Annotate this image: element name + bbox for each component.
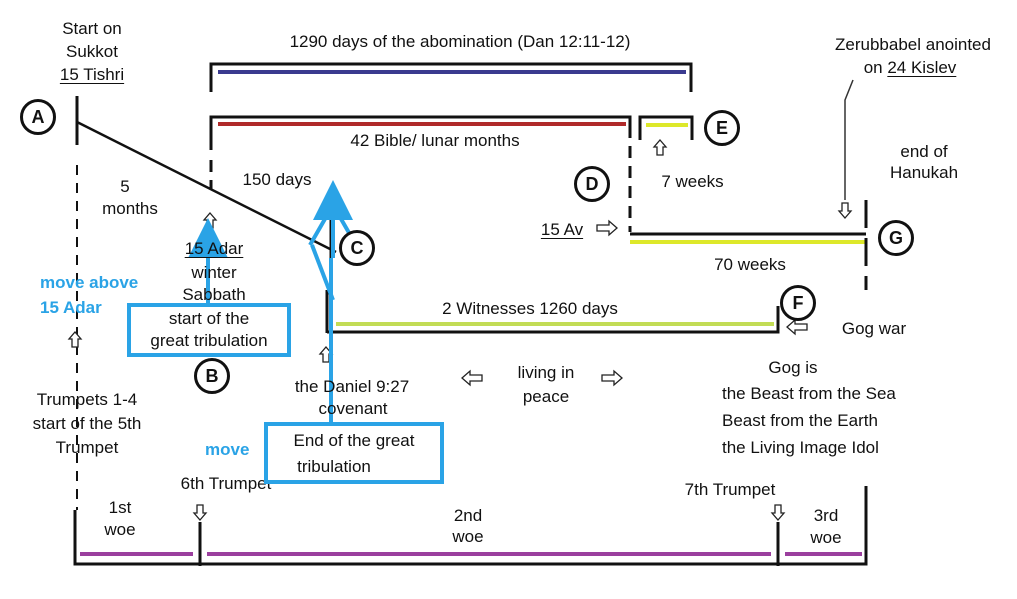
label-1st-woe-2: woe xyxy=(104,520,136,539)
label-15-tishri: 15 Tishri xyxy=(59,65,125,84)
label-peace: peace xyxy=(522,387,570,406)
arrow-7th-down xyxy=(770,504,786,521)
arrow-peace-right xyxy=(601,369,623,387)
box-end-line-1: End of the great xyxy=(293,431,415,450)
label-70-weeks: 70 weeks xyxy=(714,255,786,274)
label-hanukah: Hanukah xyxy=(889,163,959,182)
label-zerubbabel-2: on 24 Kislev xyxy=(830,57,990,79)
marker-c: C xyxy=(339,230,375,266)
label-15-adar: 15 Adar xyxy=(184,239,244,258)
label-2-witnesses: 2 Witnesses 1260 days xyxy=(442,299,618,318)
label-3rd-woe-2: woe xyxy=(810,528,842,547)
arrow-6th-down xyxy=(192,504,208,521)
label-abomination: 1290 days of the abomination (Dan 12:11-… xyxy=(289,32,631,51)
label-gog-is: Gog is xyxy=(768,358,818,377)
arrow-peace-left xyxy=(461,369,483,387)
arrow-15-av-right xyxy=(596,219,618,237)
marker-g: G xyxy=(878,220,914,256)
label-2nd-woe-2: woe xyxy=(452,527,484,546)
pointer-zerubbabel xyxy=(844,79,854,200)
label-3rd-woe-1: 3rd xyxy=(813,506,839,525)
bracket-42-months xyxy=(209,115,632,150)
label-start-on: Start on xyxy=(62,19,122,38)
label-15-av: 15 Av xyxy=(540,220,584,239)
box-start-great-tribulation: start of the great tribulation xyxy=(127,303,291,357)
note-move-above-1: move above xyxy=(40,273,139,292)
bracket-1290-days xyxy=(209,62,693,92)
label-sukkot: Sukkot xyxy=(66,42,118,61)
label-winter: winter xyxy=(191,263,237,282)
label-end-of: end of xyxy=(900,142,948,161)
label-sabbath: Sabbath xyxy=(182,285,246,304)
line-diagonal-a-c xyxy=(76,120,337,254)
label-gog-war: Gog war xyxy=(841,319,907,338)
label-1st-woe-1: 1st xyxy=(108,498,132,517)
note-move: move xyxy=(205,440,250,459)
label-lunar-months: 42 Bible/ lunar months xyxy=(350,131,520,150)
label-zerubbabel-on: on xyxy=(863,58,888,77)
marker-d: D xyxy=(574,166,610,202)
label-24-kislev: 24 Kislev xyxy=(887,58,957,77)
label-beast-earth: Beast from the Earth xyxy=(722,411,878,430)
label-zerubbabel-1: Zerubbabel anointed xyxy=(835,35,991,54)
arrow-trumpets-up xyxy=(67,331,83,348)
label-start-5th: start of the 5th xyxy=(32,414,142,433)
arrow-7-weeks-up xyxy=(652,139,668,156)
marker-a: A xyxy=(20,99,56,135)
label-living-in: living in xyxy=(517,363,575,382)
bracket-e xyxy=(638,115,694,140)
note-move-above-2: 15 Adar xyxy=(40,298,102,317)
box-start-line-1: start of the xyxy=(168,309,250,328)
label-7th-trumpet: 7th Trumpet xyxy=(684,480,776,499)
arrow-gog-war-left xyxy=(786,318,808,336)
box-end-line-2: tribulation xyxy=(297,457,371,476)
label-beast-sea: the Beast from the Sea xyxy=(722,384,896,403)
label-daniel-927: the Daniel 9:27 xyxy=(294,377,410,396)
label-trumpets-1-4: Trumpets 1-4 xyxy=(36,390,138,409)
arrow-kislev-down xyxy=(837,202,853,219)
line-2-witnesses xyxy=(327,306,780,334)
marker-e: E xyxy=(704,110,740,146)
label-5: 5 xyxy=(120,177,130,196)
label-months: months xyxy=(102,199,158,218)
marker-b: B xyxy=(194,358,230,394)
label-150-days: 150 days xyxy=(242,170,312,189)
label-covenant: covenant xyxy=(318,399,388,418)
line-woe-base xyxy=(73,486,868,566)
label-trumpet: Trumpet xyxy=(55,438,119,457)
arrow-15-adar-up xyxy=(202,212,218,229)
label-2nd-woe-1: 2nd xyxy=(453,506,483,525)
box-end-great-tribulation: End of the great tribulation xyxy=(264,422,444,484)
label-living-image-idol: the Living Image Idol xyxy=(722,438,879,457)
label-6th-trumpet: 6th Trumpet xyxy=(180,474,272,493)
marker-f: F xyxy=(780,285,816,321)
label-7-weeks: 7 weeks xyxy=(661,172,724,191)
box-start-line-2: great tribulation xyxy=(150,331,268,350)
